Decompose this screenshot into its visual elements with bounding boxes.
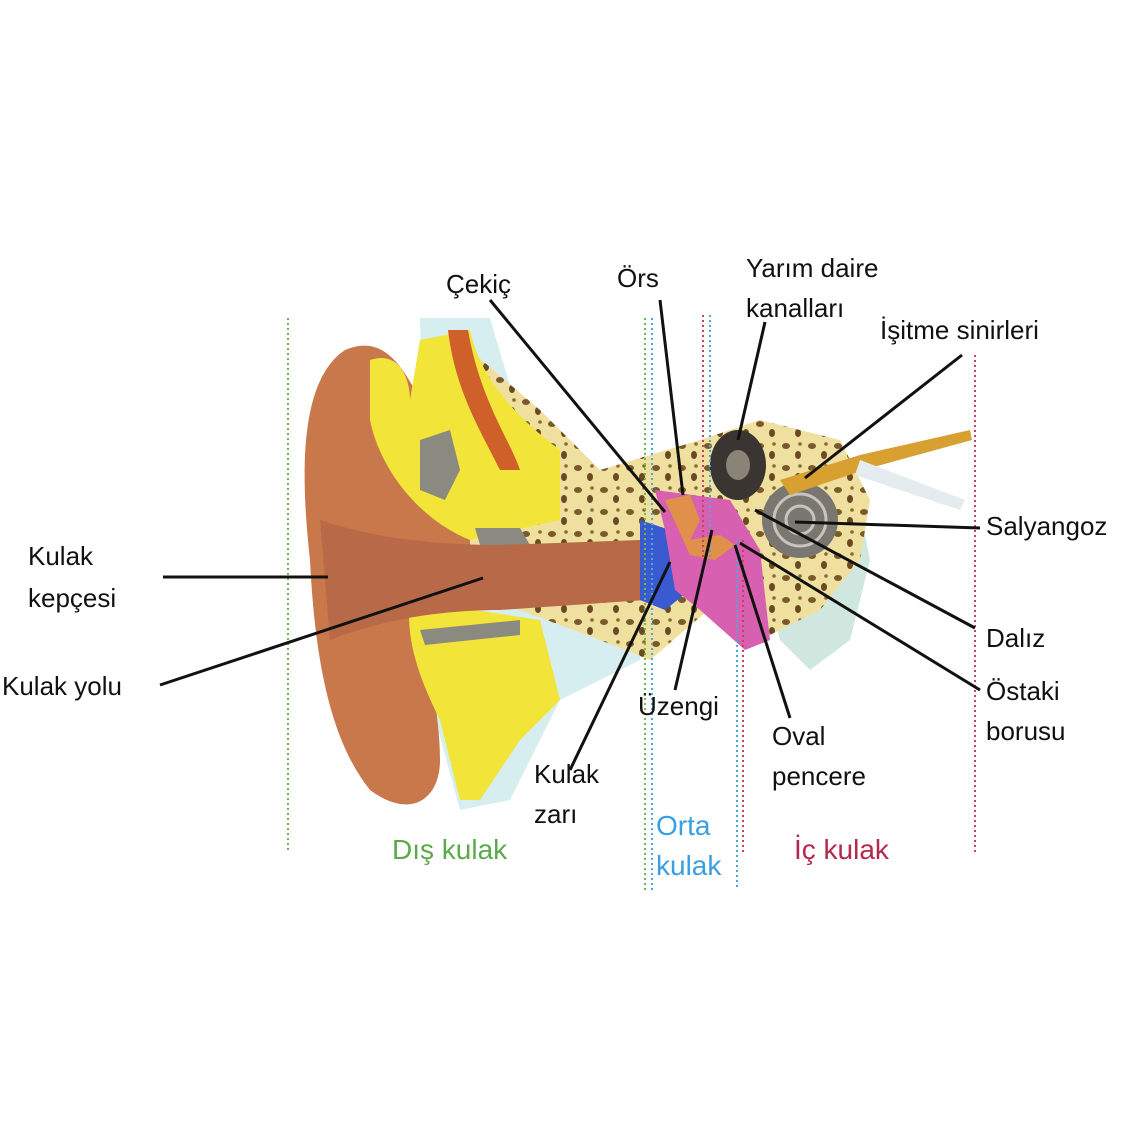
bone-grey-1 [420,430,460,500]
leader-oval [733,544,792,719]
region-label-dis-kulak: Dış kulak [392,834,508,865]
cartilage-lower [409,600,560,800]
region-label-ic-kulak: İç kulak [794,834,889,865]
leader-isitme [804,353,963,480]
label-kulak-yolu: Kulak yolu [2,671,122,701]
leader-salyangoz [794,520,981,530]
leader-ostaki [739,541,981,692]
region-label-orta-kulak-line2: kulak [656,850,722,881]
label-uzengi: Üzengi [638,691,719,721]
ear-canal [320,520,645,640]
label-cekic: Çekiç [446,269,512,299]
cartilage-strip [448,330,520,470]
bone-grey-3 [420,620,520,645]
leader-uzengi [673,529,714,691]
label-kulak-zari-line1: Kulak [534,759,600,789]
bone-grey-2 [475,528,530,545]
auditory-nerve [780,430,972,495]
label-isitme-sinirleri: İşitme sinirleri [880,315,1039,345]
label-ostaki-line1: Östaki [986,676,1060,706]
label-kulak-zari-line2: zarı [534,799,578,829]
label-kulak-kepcesi-line2: kepçesi [28,583,117,613]
ossicles [665,495,735,560]
label-kulak-kepcesi-line1: Kulak [28,541,94,571]
label-yarim-daire-line1: Yarım daire [746,253,879,283]
cartilage [370,330,560,540]
label-oval-line2: pencere [772,761,866,791]
label-salyangoz: Salyangoz [986,511,1108,541]
label-oval-line1: Oval [772,721,826,751]
leader-kulak-zari [568,561,672,771]
leader-kulak-yolu [159,576,484,687]
leader-ors [658,299,685,496]
label-ors: Örs [617,263,659,293]
leader-daliz [754,508,976,630]
region-label-orta-kulak-line1: Orta [656,810,711,841]
leader-yarim-daire [736,321,767,441]
leader-cekic [488,299,667,513]
label-yarim-daire-line2: kanalları [746,293,845,323]
label-ostaki-line2: borusu [986,716,1066,746]
label-daliz: Dalız [986,623,1046,653]
